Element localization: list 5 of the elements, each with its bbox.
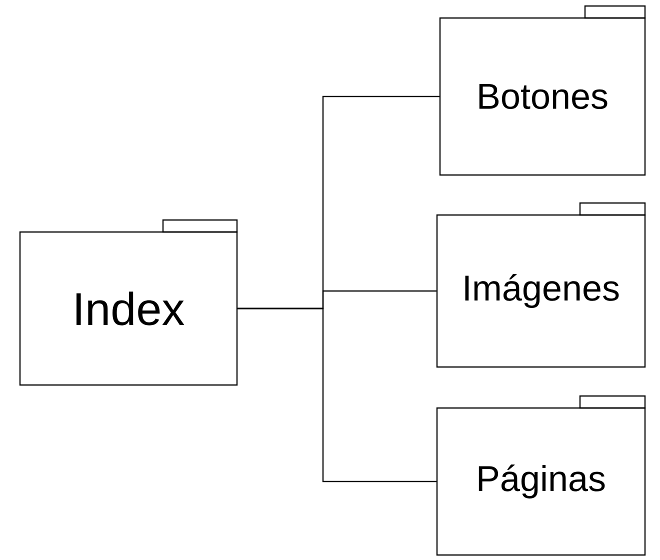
folder: Imágenes bbox=[436, 202, 646, 368]
folder: Index bbox=[19, 219, 238, 386]
folder: Páginas bbox=[436, 395, 646, 556]
connector bbox=[238, 308, 436, 482]
folder: Botones bbox=[439, 5, 646, 176]
